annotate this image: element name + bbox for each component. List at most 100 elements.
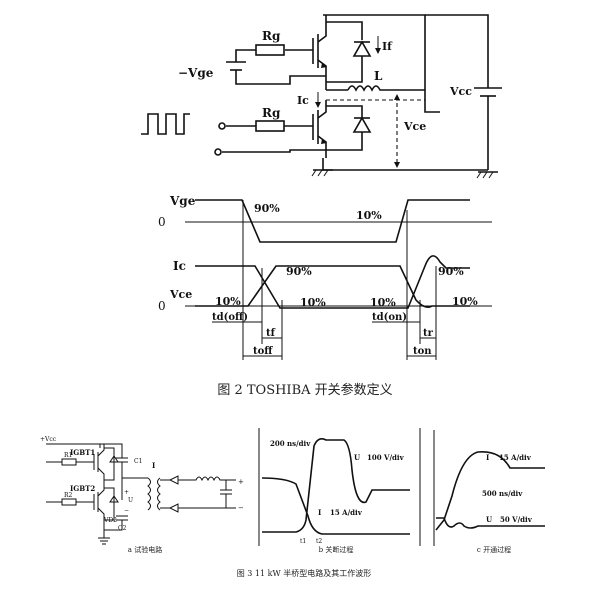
gate-return-bottom [222, 149, 326, 153]
gate-return-wire [235, 70, 326, 85]
vge-axis-label: Vge [169, 194, 196, 208]
turnon-u-div: 50 V/div [500, 515, 533, 524]
igbt1-icon [93, 444, 105, 484]
tr-label: tr [423, 328, 434, 339]
fig2-timing: Vge 0 90% 10% Ic 0 Vce 90% 90% 10% 10% 1… [158, 194, 492, 398]
turnoff-i-label: I [318, 508, 321, 517]
turnon-time-div: 500 ns/div [482, 489, 523, 498]
inductor-label: L [374, 69, 383, 83]
p90-ic-on-label: 90% [438, 265, 464, 278]
pulse-train-icon [141, 113, 190, 135]
upper-diode-icon [326, 21, 372, 83]
if-arrowhead-icon [375, 48, 381, 54]
fig3-bottom-wire [103, 520, 123, 538]
p10-ic-on-label: 10% [370, 296, 396, 309]
vce-arrowhead-down-icon [394, 162, 400, 168]
gate-return-terminal [214, 148, 222, 156]
turnon-i-div: 15 A/div [499, 453, 532, 462]
minus-small: − [124, 507, 129, 514]
bottom-rail [322, 158, 488, 171]
diode1-icon [104, 447, 119, 481]
out-minus: − [238, 504, 244, 512]
ground-symbol-right [476, 171, 498, 179]
vce-axis-label: Vce [169, 288, 192, 301]
vge-source-label: −Vge [178, 66, 214, 80]
p10-vce-left-label: 10% [215, 295, 241, 308]
timing-markers [242, 200, 437, 360]
ground-symbol-left [311, 169, 333, 177]
upper-igbt-icon [312, 15, 327, 90]
vd-label: VD2 [103, 517, 117, 524]
p10-vce-right-label: 10% [452, 295, 478, 308]
r1-resistor [61, 458, 77, 466]
igbt2-label: IGBT2 [70, 484, 95, 493]
zero-top-label: 0 [158, 215, 166, 229]
c1-label: C1 [134, 458, 142, 465]
turnon-u-trace [436, 517, 545, 529]
r1-label: R1 [64, 452, 72, 459]
transformer-primary-icon [147, 477, 151, 511]
vcc-label: Vcc [449, 85, 472, 98]
lower-diode-icon [326, 105, 372, 151]
inductor-icon [347, 85, 425, 92]
rg-top-resistor [255, 44, 285, 56]
vcc-small-label: +Vcc [40, 436, 57, 443]
rg-top-label: Rg [262, 29, 281, 43]
i-small-label: I [152, 461, 155, 470]
p10-vge-label: 10% [356, 209, 382, 222]
fig3-circuit: +Vcc IGBT1 R1 C1 IGBT2 VD2 R2 + U − C2 I [40, 436, 244, 554]
lower-igbt-icon [312, 100, 327, 158]
turnon-i-trace [435, 451, 545, 531]
ic-label: Ic [297, 94, 309, 107]
vge-waveform [195, 199, 470, 243]
output-inductor-icon [178, 476, 236, 482]
p10-ic-off-label: 10% [300, 296, 326, 309]
t2-label: t2 [316, 538, 322, 545]
t1-label: t1 [300, 538, 306, 545]
fig3-caption: 图 3 11 kW 半桥型电路及其工作波形 [237, 568, 372, 578]
vce-arrowhead-up-icon [394, 94, 400, 100]
gate-input-terminal [218, 122, 226, 130]
vce-waveform [195, 265, 470, 308]
td-on-label: td(on) [372, 312, 407, 323]
rectifier-d2-icon [168, 503, 179, 513]
turnoff-time-div: 200 ns/div [270, 439, 311, 448]
turnon-i-label: I [486, 453, 489, 462]
plus-small: + [124, 489, 129, 496]
zero-bottom-label: 0 [158, 299, 166, 313]
fig3c-caption: c 开通过程 [477, 545, 511, 554]
r2-resistor [61, 498, 77, 506]
rect-feed [160, 479, 170, 509]
fig2-caption: 图 2 TOSHIBA 开关参数定义 [217, 382, 392, 398]
vd2-diode-icon [104, 487, 119, 521]
fig3-turnoff: 200 ns/div U 100 V/div I 15 A/div t1 t2 … [258, 428, 421, 554]
out-plus: + [238, 478, 244, 486]
vce-circuit-label: Vce [403, 120, 426, 133]
fig3a-caption: a 试验电路 [128, 545, 162, 554]
if-label: If [382, 40, 393, 53]
rg-bottom-label: Rg [262, 106, 281, 120]
turnon-u-label: U [486, 515, 492, 524]
fig2-circuit: If Rg −Vge L Ic [141, 14, 502, 179]
u-small-label: U [128, 497, 133, 504]
ic-waveform [195, 255, 470, 309]
ton-label: ton [413, 346, 432, 357]
rg-bottom-resistor [255, 120, 285, 132]
tf-label: tf [266, 328, 276, 339]
fig3-cap-rail [100, 443, 123, 458]
p90-vge-label: 90% [254, 202, 280, 215]
timing-dimension-lines [212, 321, 436, 357]
toff-label: toff [253, 346, 273, 357]
ic-axis-label: Ic [173, 259, 186, 273]
r2-label: R2 [64, 492, 73, 499]
rectifier-d1-icon [168, 475, 179, 485]
turnoff-i-div: 15 A/div [330, 508, 363, 517]
ic-arrowhead-icon [315, 102, 321, 108]
td-off-label: td(off) [212, 312, 248, 323]
fig3b-caption: b 关断过程 [319, 545, 354, 554]
turnoff-u-div: 100 V/div [367, 453, 405, 462]
fig3-ground-icon [98, 537, 110, 545]
turnoff-u-label: U [354, 453, 360, 462]
gate-source-wire [235, 49, 256, 62]
